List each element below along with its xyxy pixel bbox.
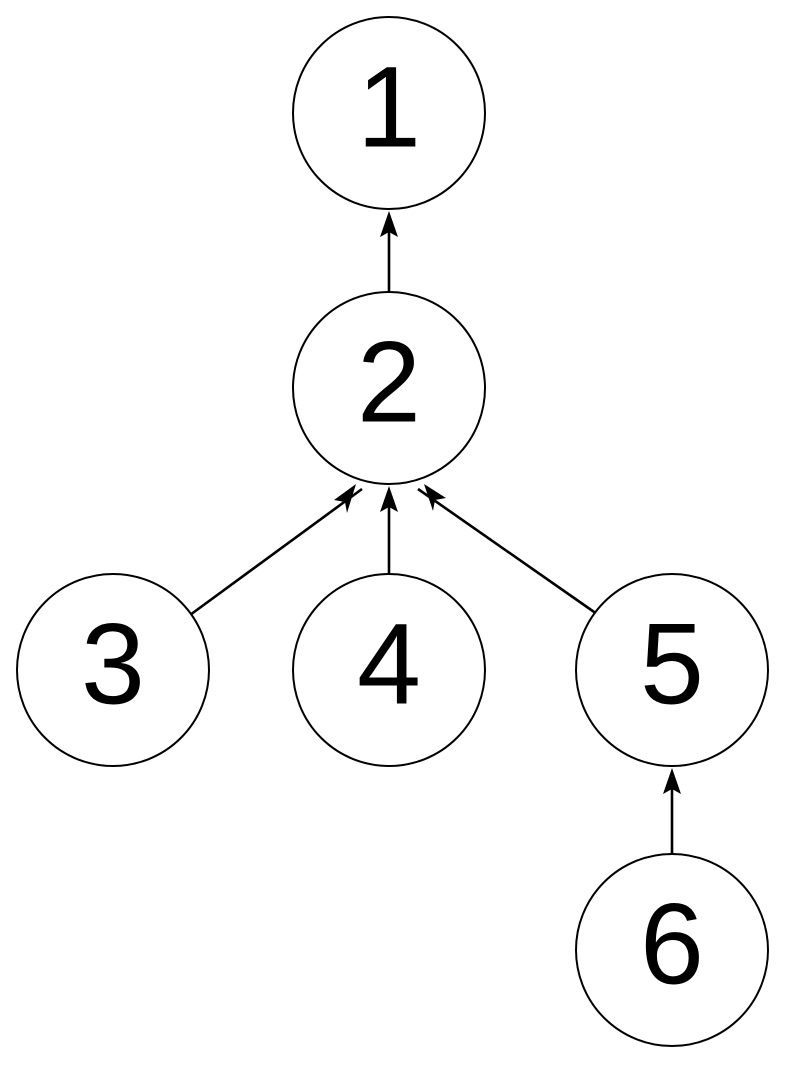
edge-3-to-2-line <box>189 487 363 617</box>
node-3-circle <box>16 573 210 767</box>
node-5[interactable]: 5 <box>575 573 769 767</box>
node-5-circle <box>575 573 769 767</box>
edge-3-to-2-arrowhead <box>334 484 356 513</box>
node-4[interactable]: 4 <box>292 573 486 767</box>
node-2-label: 2 <box>357 318 421 446</box>
node-3[interactable]: 3 <box>16 573 210 767</box>
edge-5-to-2-line <box>417 487 598 616</box>
edge-3-to-2[interactable] <box>189 484 363 617</box>
node-2-circle <box>292 291 486 485</box>
node-1[interactable]: 1 <box>292 16 486 210</box>
edge-6-to-5-arrowhead <box>663 768 681 794</box>
edge-2-to-1-arrowhead <box>380 211 398 237</box>
edge-layer <box>189 211 681 854</box>
edge-5-to-2-arrowhead <box>424 484 446 511</box>
node-6-label: 6 <box>640 880 704 1008</box>
node-1-circle <box>292 16 486 210</box>
node-6-circle <box>575 853 769 1047</box>
node-5-label: 5 <box>640 600 704 728</box>
node-1-label: 1 <box>357 43 421 171</box>
edge-4-to-2[interactable] <box>380 486 398 574</box>
node-4-circle <box>292 573 486 767</box>
node-3-label: 3 <box>81 600 145 728</box>
edge-5-to-2[interactable] <box>417 484 598 616</box>
edge-4-to-2-arrowhead <box>380 486 398 512</box>
node-4-label: 4 <box>357 600 421 728</box>
node-layer: 1 2 3 4 5 6 <box>16 16 769 1047</box>
node-2[interactable]: 2 <box>292 291 486 485</box>
node-6[interactable]: 6 <box>575 853 769 1047</box>
edge-6-to-5[interactable] <box>663 768 681 854</box>
edge-2-to-1[interactable] <box>380 211 398 292</box>
